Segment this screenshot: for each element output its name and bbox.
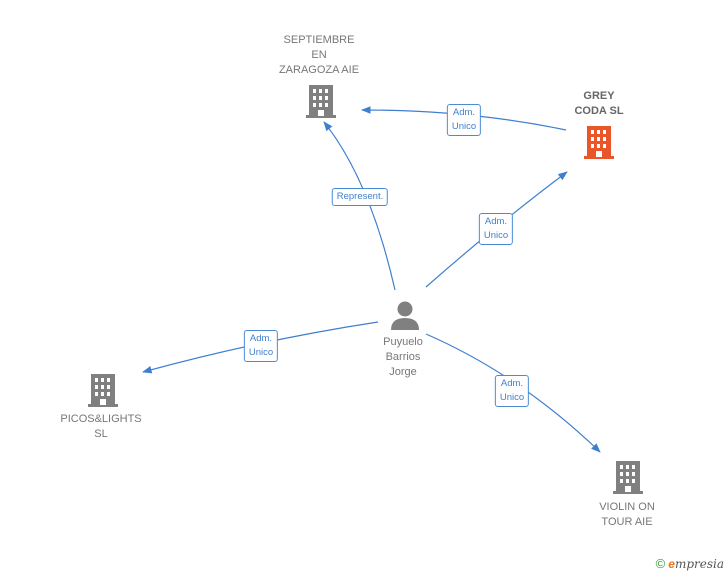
- edge-label-person-grey[interactable]: Adm. Unico: [478, 213, 514, 245]
- node-label-line: CODA SL: [574, 105, 624, 117]
- node-label-septiembre[interactable]: SEPTIEMBRE EN ZARAGOZA AIE: [279, 33, 359, 78]
- edge-label-person-picos[interactable]: Adm. Unico: [243, 330, 279, 362]
- edge-label-line: Unico: [483, 230, 509, 241]
- node-label-line: EN: [311, 49, 327, 61]
- node-label-person[interactable]: Puyuelo Barrios Jorge: [383, 335, 423, 380]
- edge-label-line: Unico: [499, 392, 525, 403]
- node-label-line: PICOS&LIGHTS: [60, 413, 142, 425]
- node-label-line: SL: [94, 428, 108, 440]
- edge-label-line: Represent.: [336, 191, 384, 202]
- node-label-line: GREY: [583, 90, 615, 102]
- edge-label-person-violin[interactable]: Adm. Unico: [494, 375, 530, 407]
- node-label-line: TOUR AIE: [601, 516, 653, 528]
- building-icon-highlight[interactable]: [584, 126, 614, 159]
- brand-logo-initial: e: [668, 557, 675, 571]
- node-label-line: VIOLIN ON: [599, 501, 655, 513]
- edge-label-grey-septiembre[interactable]: Adm. Unico: [446, 104, 482, 136]
- building-icon[interactable]: [88, 374, 118, 407]
- edge-label-line: Adm.: [484, 216, 508, 227]
- edge-lines: [142, 106, 601, 453]
- copyright-icon: ©: [655, 556, 666, 571]
- building-icon[interactable]: [306, 85, 336, 118]
- edge-label-person-septiembre[interactable]: Represent.: [331, 188, 389, 206]
- person-icon[interactable]: [391, 301, 419, 331]
- node-label-line: Jorge: [389, 366, 417, 378]
- edge-label-line: Adm.: [452, 107, 476, 118]
- node-label-violin-on-tour[interactable]: VIOLIN ON TOUR AIE: [599, 500, 655, 530]
- edge-line-person-septiembre: [323, 121, 396, 291]
- edge-label-line: Adm.: [249, 333, 273, 344]
- node-label-grey-coda[interactable]: GREY CODA SL: [574, 89, 623, 119]
- node-label-picos-lights[interactable]: PICOS&LIGHTS SL: [60, 412, 141, 442]
- node-label-line: SEPTIEMBRE: [283, 34, 355, 46]
- node-label-line: Puyuelo: [383, 336, 423, 348]
- edge-label-line: Adm.: [500, 378, 524, 389]
- node-label-line: Barrios: [385, 351, 421, 363]
- edge-label-line: Unico: [451, 121, 477, 132]
- node-label-line: ZARAGOZA AIE: [278, 64, 360, 76]
- brand-logo-text: mpresia: [674, 557, 724, 571]
- brand-footer[interactable]: ©empresia: [656, 556, 724, 571]
- building-icon[interactable]: [613, 461, 643, 494]
- edge-label-line: Unico: [248, 347, 274, 358]
